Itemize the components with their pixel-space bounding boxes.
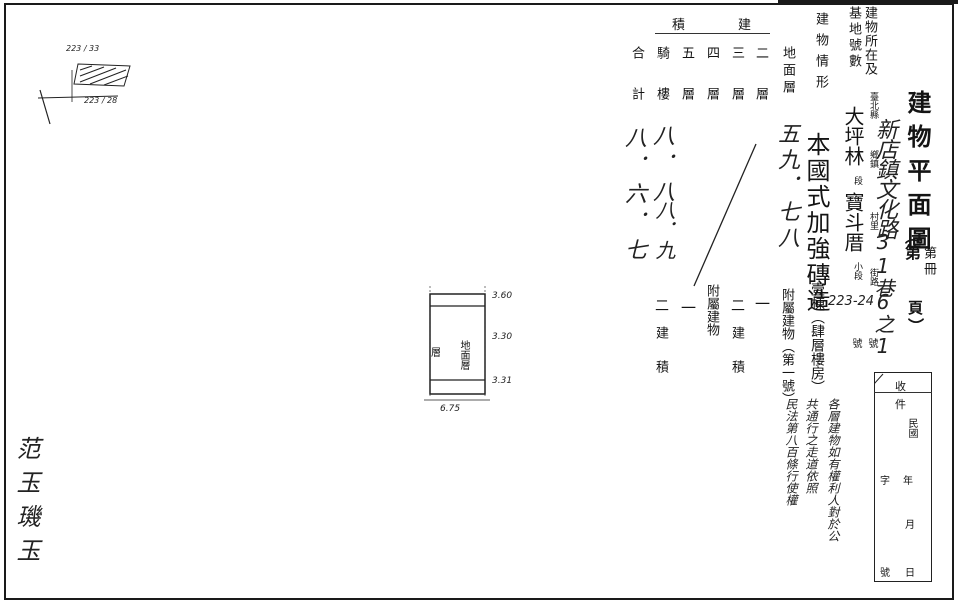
attached-one: 一 [753, 296, 771, 311]
table-header-ji: 積 [672, 18, 686, 33]
plan-dim-bottom: 6.75 [440, 404, 461, 414]
floor-label-2: 二層 [753, 46, 768, 128]
site-top-dims: 223 / 33 [66, 44, 100, 53]
location-label-2: 基地號數 [846, 6, 861, 70]
building-description: 本國式加強磚造 [802, 132, 830, 314]
arcade-area: 八．八 [649, 124, 674, 208]
volume-ye: 頁 [906, 300, 924, 315]
table-header-rule [655, 33, 770, 34]
note-line-3: 民法第八百條行使權 [784, 398, 798, 506]
floor-label-5: 五層 [679, 46, 694, 128]
county-label: 臺北縣 [868, 92, 878, 119]
handwritten-address: 新店鎮文化路 [872, 118, 897, 238]
main-building-label: 壹棟（肆層樓房） [809, 282, 825, 394]
stamp-char: 字 [880, 476, 890, 487]
volume-ce: 冊 [921, 262, 936, 275]
floor-plan-sketch [424, 286, 490, 401]
section-label: 段 [852, 176, 862, 185]
top-edge-line [778, 0, 958, 4]
stamp-day: 日 [905, 568, 915, 579]
stamp-receive: 收 [895, 380, 906, 393]
site-sketch [37, 63, 131, 125]
hao-label-1: 號 [866, 338, 877, 348]
attached-two-b: 二 [653, 298, 669, 312]
ground-floor-area: 五九．七八 [774, 122, 799, 252]
attached-jian: 建 [729, 326, 744, 339]
stamp-month: 月 [905, 520, 915, 531]
section-name: 大坪林 [841, 106, 865, 166]
lane-number-hand: 31巷 [871, 230, 895, 298]
total-label: 合計 [629, 46, 644, 128]
note-line-2: 共通行之走道依照 [804, 398, 818, 494]
attached-ji-b: 積 [653, 360, 668, 373]
stamp-doc: 件 [895, 398, 906, 411]
floor-label-arcade: 騎樓 [654, 46, 669, 128]
stamp-era: 民國 [906, 418, 917, 438]
township-label: 鄉鎮 [868, 150, 878, 168]
plan-dim-2: 3.30 [492, 332, 513, 342]
attached-ji: 積 [729, 360, 744, 373]
building-situation-label: 建物情形 [813, 12, 828, 96]
stamp-corner-mark [874, 373, 884, 385]
total-area: 八．六．七 [621, 126, 646, 266]
volume-di: 第 [921, 246, 936, 259]
stamp-divider [874, 392, 932, 393]
plan-label-ground: 地面層 [458, 340, 469, 370]
floor-label-ground: 地面層 [780, 46, 795, 97]
document-frame [4, 3, 954, 600]
plan-side-label: 層 [431, 348, 441, 359]
stamp-no: 號 [880, 568, 890, 579]
floor-label-3: 三層 [729, 46, 744, 128]
site-bottom-dims: 223 / 28 [84, 96, 118, 105]
attached-jian-b: 建 [653, 326, 668, 339]
document-title: 建物平面圖 [903, 90, 932, 260]
signature: 范玉璣玉 [12, 436, 40, 572]
subsection-label: 小段 [852, 262, 862, 280]
attached-building-label: 附屬建物（第一號） [779, 288, 794, 405]
hao-label-2: 號 [850, 338, 861, 348]
location-label-1: 建物所在及 [862, 6, 877, 76]
attached-two: 二 [729, 298, 745, 312]
subsection-name: 寶斗厝 [841, 192, 865, 252]
receipt-stamp [874, 372, 932, 582]
village-label: 村里 [868, 212, 878, 230]
plan-dim-3: 3.31 [492, 376, 513, 386]
note-line-1: 各層建物如有權利人對於公 [826, 398, 840, 542]
attached-one-b: 一 [679, 300, 697, 315]
parcel-number: 223-24 [828, 294, 875, 309]
house-number-hand: 6之1 [871, 290, 895, 358]
stamp-year: 年 [903, 476, 913, 487]
street-label: 街路 [868, 268, 878, 286]
volume-right-paren: ） [905, 318, 924, 334]
attached-area-label: 附屬建物 [704, 284, 719, 336]
volume-left-paren: （第 [902, 228, 921, 260]
strike-line [693, 143, 757, 287]
floor-label-4: 四層 [704, 46, 719, 128]
misc-area-1: 八．九 [652, 200, 676, 260]
table-header-jian: 建 [738, 18, 752, 33]
plan-dim-1: 3.60 [492, 291, 513, 301]
